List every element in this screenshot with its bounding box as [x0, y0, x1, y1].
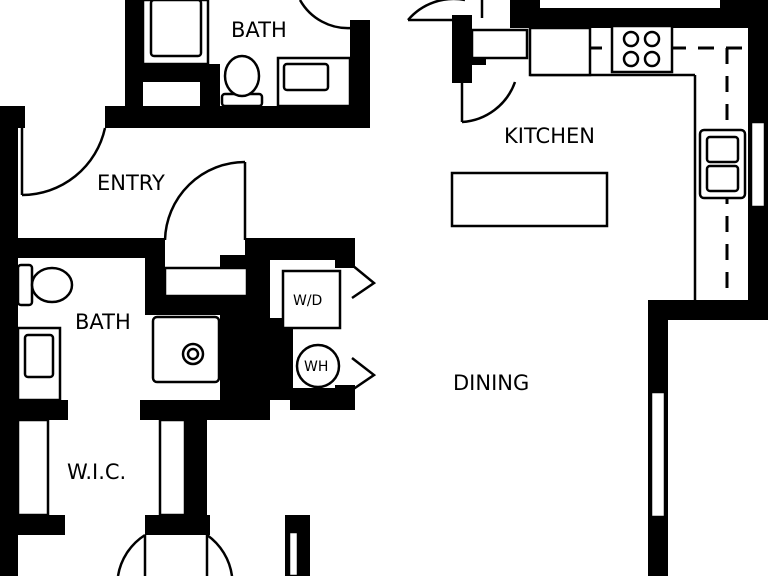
toilet-left-tank: [16, 263, 34, 307]
wall-wic-right: [185, 405, 207, 530]
window-bottom: [287, 530, 300, 576]
door-laundry-bifold-upper: [351, 264, 377, 300]
room-label-bath-left: BATH: [75, 310, 131, 334]
wall-entry-top: [105, 106, 370, 128]
door-kitchen-top-swing: [407, 0, 465, 21]
bathtub-top-inner: [149, 0, 203, 58]
wic-shelf-left: [16, 418, 50, 517]
wall-top-bath-inner: [125, 64, 220, 82]
room-label-bath-top: BATH: [231, 18, 287, 42]
wall-bath-bottom-left: [0, 400, 68, 420]
burner-1: [622, 30, 640, 48]
wall-laundry-right-stub2: [335, 385, 355, 410]
wall-wic-bottom-left: [0, 515, 65, 535]
room-label-kitchen: KITCHEN: [504, 124, 595, 148]
wall-bath-top: [0, 238, 165, 258]
wall-wic-bottom-right: [145, 515, 210, 535]
windows: [287, 120, 767, 576]
window-kitchen-right: [749, 120, 767, 209]
wic-shelf-right: [158, 418, 187, 517]
fixtures: [16, 0, 748, 517]
water-heater-circle: [295, 343, 341, 389]
window-dining-right: [649, 390, 667, 519]
wall-top-bath-right: [350, 20, 370, 128]
room-labels: BATH ENTRY KITCHEN BATH W.I.C. DINING W/…: [67, 18, 595, 484]
toilet-top-bowl: [223, 54, 261, 98]
kitchen-shelf-top: [470, 28, 529, 60]
door-kitchen-pantry-swing: [461, 81, 517, 124]
cooktop: [610, 24, 674, 74]
wall-left-exterior: [0, 106, 18, 576]
wall-kitchen-top-long: [510, 8, 768, 28]
wall-core-right: [268, 318, 293, 400]
burner-2: [643, 30, 661, 48]
closet-shelf: [163, 266, 249, 298]
wall-dining-step: [648, 300, 768, 320]
burner-3: [622, 50, 640, 68]
washer-dryer-box: [281, 269, 342, 330]
wall-kitchen-pillar-left: [452, 15, 472, 83]
fridge: [528, 26, 592, 77]
kitchen-sink-basin-2: [705, 164, 740, 193]
room-label-entry: ENTRY: [97, 171, 165, 195]
appliance-label-water-heater: WH: [304, 359, 328, 375]
vanity-top-sink: [282, 62, 330, 92]
appliance-label-washer-dryer: W/D: [293, 293, 322, 309]
door-entry-swing: [21, 127, 107, 197]
wall-top-bath-left: [125, 0, 143, 108]
kitchen-sink-basin-1: [705, 135, 740, 164]
kitchen-island: [450, 171, 609, 228]
wall-core: [245, 255, 270, 400]
wall-laundry-top: [245, 238, 355, 260]
burner-4: [643, 50, 661, 68]
wall-laundry-right-stub: [335, 240, 355, 268]
room-label-dining: DINING: [453, 371, 529, 395]
door-laundry-bifold-lower: [351, 357, 377, 392]
door-hall-swing: [163, 160, 246, 241]
wall-top-bath-pillar: [200, 64, 220, 108]
doors: [20, 0, 517, 576]
door-top-bath-swing: [298, 0, 353, 30]
door-wic-swing-right: [206, 533, 234, 576]
room-label-wic: W.I.C.: [67, 460, 126, 484]
toilet-left-bowl: [30, 266, 74, 304]
shower-drain-inner: [186, 347, 200, 361]
door-wic-swing-left: [116, 533, 146, 576]
vanity-left-sink: [23, 333, 55, 379]
